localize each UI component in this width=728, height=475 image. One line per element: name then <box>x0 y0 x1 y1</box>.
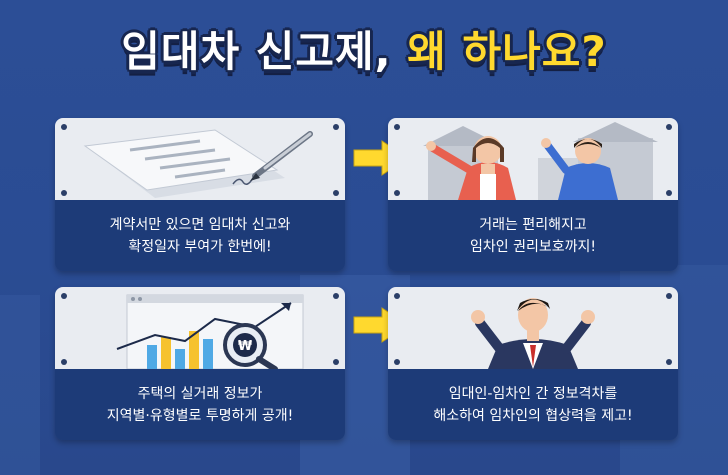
svg-text:₩: ₩ <box>238 339 253 354</box>
card-convenience: 거래는 편리해지고 임차인 권리보호까지! <box>388 118 678 271</box>
title-main: 임대차 신고제, <box>121 27 392 76</box>
cheering-people-icon <box>423 122 658 200</box>
card-contract: 계약서만 있으면 임대차 신고와 확정일자 부여가 한번에! <box>55 118 345 271</box>
caption-line: 주택의 실거래 정보가 <box>137 385 263 402</box>
caption-line: 지역별·유형별로 투명하게 공개! <box>106 407 294 424</box>
caption-line: 확정일자 부여가 한번에! <box>128 238 272 255</box>
chart-magnifier-won-icon: ₩ <box>116 294 304 369</box>
title-accent: 왜 하나요? <box>407 27 607 76</box>
caption-line: 해소하여 임차인의 협상력을 제고! <box>433 407 633 424</box>
screw <box>394 293 400 299</box>
card-image <box>55 118 345 200</box>
screw <box>333 359 339 365</box>
screw <box>61 359 67 365</box>
card-image <box>388 287 678 369</box>
screw <box>61 124 67 130</box>
caption-line: 거래는 편리해지고 <box>479 216 587 233</box>
card-caption: 거래는 편리해지고 임차인 권리보호까지! <box>388 200 678 271</box>
screw <box>61 293 67 299</box>
screw <box>394 190 400 196</box>
caption-line: 임차인 권리보호까지! <box>470 238 596 255</box>
contract-pen-icon <box>83 129 313 198</box>
caption-line: 계약서만 있으면 임대차 신고와 <box>109 216 291 233</box>
background-building <box>0 295 40 475</box>
page-title: 임대차 신고제, 왜 하나요? <box>0 18 728 79</box>
card-image: ₩ <box>55 287 345 369</box>
screw <box>333 190 339 196</box>
screw <box>61 190 67 196</box>
screw <box>666 359 672 365</box>
fist-pump-businessman-icon <box>471 298 595 369</box>
card-transparency: ₩ 주택의 실거래 정보가 지역별·유형별로 투명하게 공개! <box>55 287 345 440</box>
screw <box>666 293 672 299</box>
screw <box>666 190 672 196</box>
screw <box>333 124 339 130</box>
card-negotiation: 임대인-임차인 간 정보격차를 해소하여 임차인의 협상력을 제고! <box>388 287 678 440</box>
card-caption: 주택의 실거래 정보가 지역별·유형별로 투명하게 공개! <box>55 369 345 440</box>
screw <box>394 359 400 365</box>
card-image <box>388 118 678 200</box>
card-caption: 임대인-임차인 간 정보격차를 해소하여 임차인의 협상력을 제고! <box>388 369 678 440</box>
screw <box>666 124 672 130</box>
caption-line: 임대인-임차인 간 정보격차를 <box>448 385 618 402</box>
screw <box>333 293 339 299</box>
screw <box>394 124 400 130</box>
card-caption: 계약서만 있으면 임대차 신고와 확정일자 부여가 한번에! <box>55 200 345 271</box>
